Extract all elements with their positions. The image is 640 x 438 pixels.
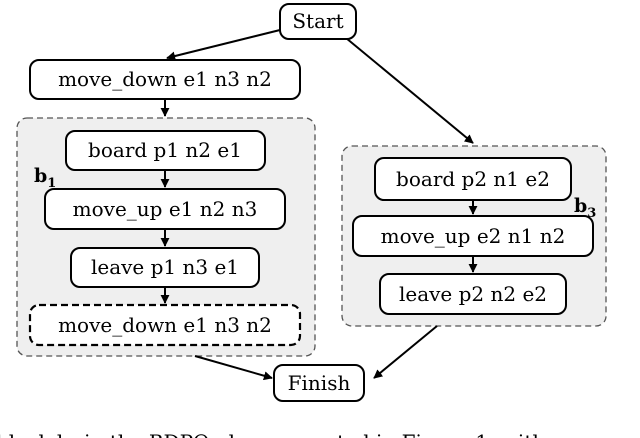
node-move-down-top: move_down e1 n3 n2 [29, 59, 301, 100]
figure-caption: block b₁ in the BDPO plan generated in F… [0, 430, 545, 438]
b1-leave-label: leave p1 n3 e1 [91, 255, 239, 279]
b1-board-label: board p1 n2 e1 [88, 138, 242, 162]
start-node: Start [279, 3, 357, 40]
node-b3-move-up: move_up e2 n1 n2 [352, 215, 594, 257]
node-b3-leave: leave p2 n2 e2 [379, 273, 567, 315]
node-b1-board: board p1 n2 e1 [65, 130, 266, 171]
b1-move-up-label: move_up e1 n2 n3 [73, 197, 258, 221]
b1-move-down-label: move_down e1 n3 n2 [58, 313, 272, 337]
edge-start-to-move-down [166, 29, 281, 61]
b3-move-up-label: move_up e2 n1 n2 [381, 224, 566, 248]
start-label: Start [292, 9, 343, 33]
block-b1-label: b1 [34, 165, 56, 191]
b3-board-label: board p2 n1 e2 [396, 167, 550, 191]
b3-leave-label: leave p2 n2 e2 [399, 282, 547, 306]
node-b1-move-up: move_up e1 n2 n3 [44, 188, 286, 230]
node-b3-board: board p2 n1 e2 [374, 157, 572, 201]
edge-b3-to-finish [373, 325, 438, 379]
move-down-top-label: move_down e1 n3 n2 [58, 67, 272, 91]
edges [160, 29, 478, 381]
finish-label: Finish [288, 371, 351, 395]
node-b1-move-down-dashed: move_down e1 n3 n2 [28, 303, 302, 347]
edge-b1-to-finish [194, 355, 273, 381]
block-b3-label: b3 [574, 195, 596, 221]
finish-node: Finish [273, 364, 365, 402]
node-b1-leave: leave p1 n3 e1 [70, 247, 260, 288]
edge-start-to-b3 [345, 37, 474, 144]
